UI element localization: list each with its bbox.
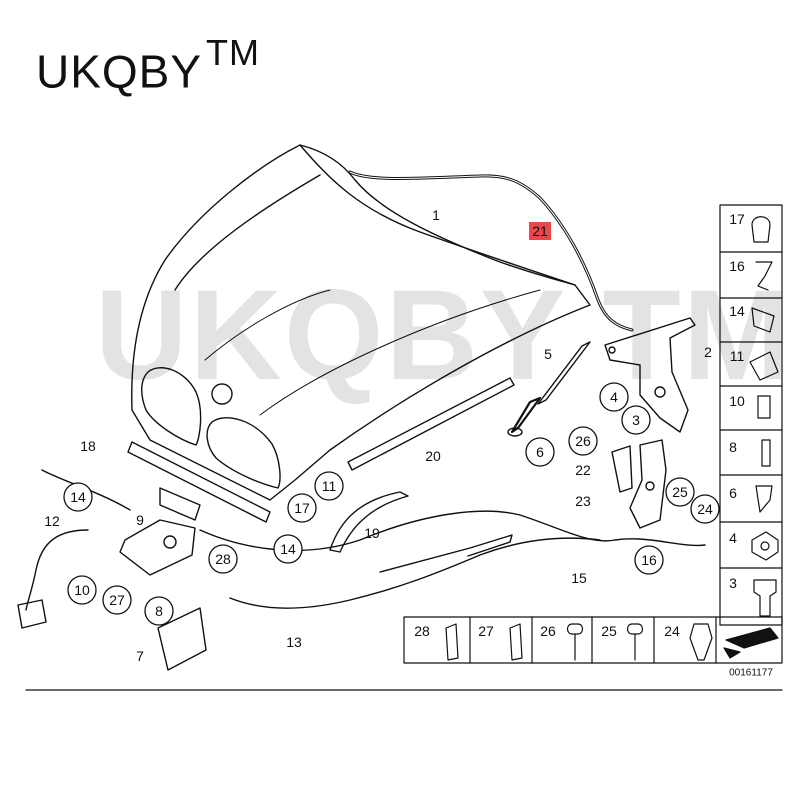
side-part-6: 6 — [729, 485, 737, 501]
callout-13: 13 — [286, 634, 302, 650]
callout-25: 25 — [672, 484, 688, 500]
hood-latch — [119, 487, 207, 671]
callout-2: 2 — [704, 344, 712, 360]
callout-21: 21 — [532, 223, 548, 239]
callout-17: 17 — [294, 500, 310, 516]
bottom-parts-table — [403, 616, 783, 664]
hood-strip-20 — [347, 377, 515, 471]
side-part-4: 4 — [729, 530, 737, 546]
side-part-10: 10 — [729, 393, 745, 409]
highlight-21 — [529, 222, 551, 240]
brand-tm: TM — [206, 32, 261, 73]
callout-26: 26 — [575, 433, 591, 449]
bottom-part-27: 27 — [478, 623, 494, 639]
side-part-11: 11 — [730, 348, 745, 364]
callout-12: 12 — [44, 513, 60, 529]
callout-10: 10 — [74, 582, 90, 598]
callout-14-b: 14 — [280, 541, 296, 557]
callout-9: 9 — [136, 512, 144, 528]
brand-name: UKQBY — [36, 45, 203, 98]
callout-28: 28 — [215, 551, 231, 567]
callout-8: 8 — [155, 603, 163, 619]
bracket-19 — [329, 491, 409, 553]
callout-11: 11 — [322, 478, 337, 494]
callout-15: 15 — [571, 570, 587, 586]
callout-3: 3 — [632, 412, 640, 428]
side-part-8: 8 — [729, 439, 737, 455]
callout-23: 23 — [575, 493, 591, 509]
callout-6: 6 — [536, 444, 544, 460]
callout-7: 7 — [136, 648, 144, 664]
callout-4: 4 — [610, 389, 618, 405]
side-part-3: 3 — [729, 575, 737, 591]
bottom-part-25: 25 — [601, 623, 617, 639]
callout-14-a: 14 — [70, 489, 86, 505]
watermark: UKQBY TM — [95, 264, 792, 407]
bottom-part-26: 26 — [540, 623, 556, 639]
callout-18: 18 — [80, 438, 96, 454]
side-part-14: 14 — [729, 303, 745, 319]
callout-1: 1 — [432, 207, 440, 223]
callout-19: 19 — [364, 525, 380, 541]
hood-hinge — [604, 317, 696, 433]
callout-5: 5 — [544, 346, 552, 362]
bottom-part-28: 28 — [414, 623, 430, 639]
callout-16: 16 — [641, 552, 657, 568]
hood-lock-bracket — [611, 439, 667, 529]
callout-22: 22 — [575, 462, 591, 478]
diagram-id: 00161177 — [729, 668, 773, 679]
callout-20: 20 — [425, 448, 441, 464]
bottom-part-24: 24 — [664, 623, 680, 639]
gas-strut — [507, 341, 591, 437]
side-parts-table — [719, 204, 783, 626]
callout-24: 24 — [697, 501, 713, 517]
side-part-17: 17 — [729, 211, 745, 227]
callout-27: 27 — [109, 592, 125, 608]
seal-18 — [127, 441, 271, 523]
side-part-16: 16 — [729, 258, 745, 274]
hood-panel — [131, 144, 591, 501]
